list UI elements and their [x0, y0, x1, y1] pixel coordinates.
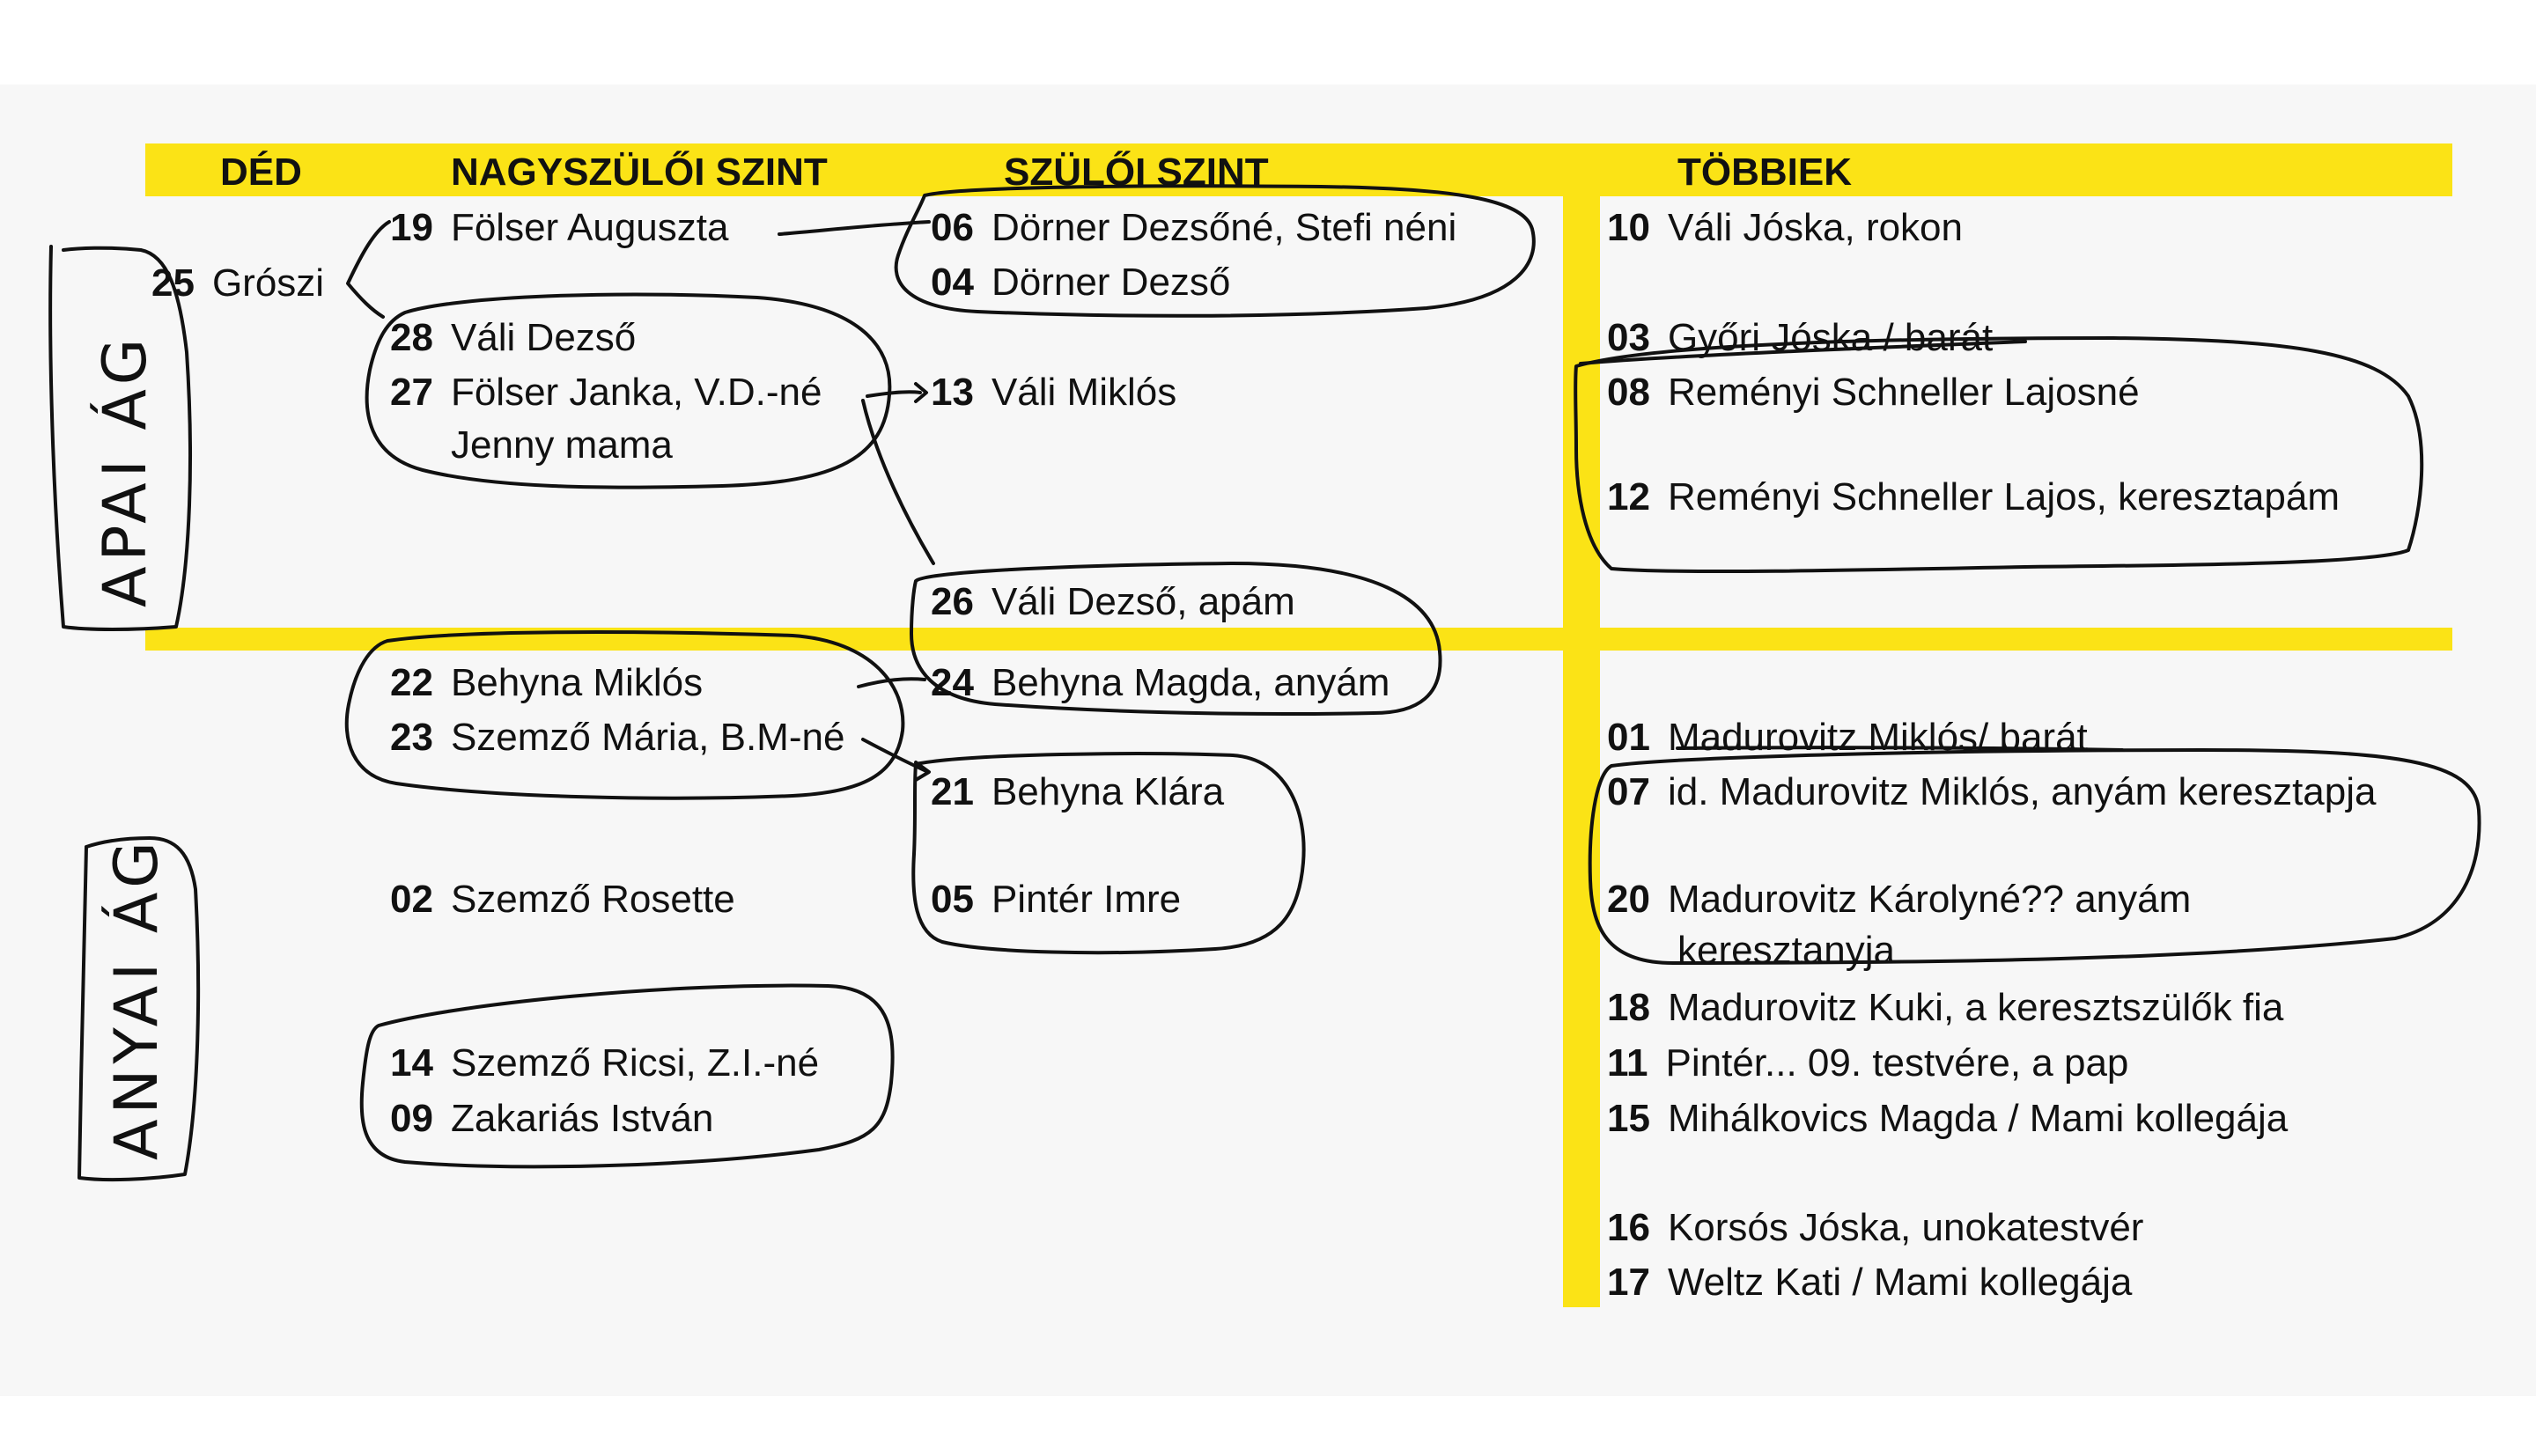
entry-name: Győri Jóska / barát — [1667, 316, 1994, 359]
entry-name: Madurovitz Károlyné?? anyám — [1667, 878, 2192, 921]
entry-number: 22 — [390, 661, 433, 704]
entry-name: Madurovitz Kuki, a keresztszülők fia — [1667, 986, 2284, 1029]
entry-tobbiek-11: 11 Pintér... 09. testvére, a pap — [1607, 1044, 2128, 1083]
entry-nagyszuloi-19: 19 Fölser Auguszta — [390, 209, 728, 247]
entry-number: 07 — [1607, 770, 1650, 813]
entry-number: 04 — [931, 261, 974, 304]
entry-tobbiek-16: 16 Korsós Jóska, unokatestvér — [1607, 1209, 2143, 1247]
entry-name: Reményi Schneller Lajosné — [1667, 371, 2140, 414]
entry-number: 11 — [1607, 1041, 1648, 1085]
entry-name: Szemző Ricsi, Z.I.-né — [450, 1041, 820, 1085]
entry-name: Szemző Rosette — [450, 878, 735, 921]
entry-number: 20 — [1607, 878, 1650, 921]
entry-name: Váli Miklós — [991, 371, 1177, 414]
header-nagyszuloi: NAGYSZÜLŐI SZINT — [451, 151, 828, 194]
entry-number: 24 — [931, 661, 974, 704]
entry-tobbiek-17: 17 Weltz Kati / Mami kollegája — [1607, 1263, 2132, 1302]
entry-tobbiek-20: 20 Madurovitz Károlyné?? anyám — [1607, 880, 2191, 919]
entry-name: Behyna Klára — [991, 770, 1225, 813]
entry-name: id. Madurovitz Miklós, anyám keresztapja — [1667, 770, 2377, 813]
entry-number: 12 — [1607, 475, 1650, 518]
entry-name: Dörner Dezsőné, Stefi néni — [991, 206, 1457, 249]
entry-tobbiek-20-continuation: keresztanyja — [1677, 929, 1896, 972]
entry-name: Fölser Janka, V.D.-né — [450, 371, 822, 414]
entry-number: 03 — [1607, 316, 1650, 359]
entry-nagyszuloi-02: 02 Szemző Rosette — [390, 880, 735, 919]
entry-name: Váli Jóska, rokon — [1667, 206, 1964, 249]
entry-number: 14 — [390, 1041, 433, 1085]
header-ded: DÉD — [220, 151, 302, 194]
entry-number: 16 — [1607, 1206, 1650, 1249]
header-szuloi: SZÜLŐI SZINT — [1004, 151, 1269, 194]
paper-sheet — [0, 85, 2536, 1396]
entry-number: 02 — [390, 878, 433, 921]
entry-nagyszuloi-22: 22 Behyna Miklós — [390, 664, 703, 702]
entry-nagyszuloi-27: 27 Fölser Janka, V.D.-né — [390, 373, 822, 412]
entry-szuloi-24: 24 Behyna Magda, anyám — [931, 664, 1390, 702]
entry-number: 18 — [1607, 986, 1650, 1029]
entry-number: 28 — [390, 316, 433, 359]
entry-tobbiek-10: 10 Váli Jóska, rokon — [1607, 209, 1963, 247]
entry-szuloi-13: 13 Váli Miklós — [931, 373, 1176, 412]
entry-szuloi-05: 05 Pintér Imre — [931, 880, 1181, 919]
entry-name: Váli Dezső, apám — [991, 580, 1295, 623]
entry-szuloi-04: 04 Dörner Dezső — [931, 263, 1230, 302]
entry-tobbiek-01: 01 Madurovitz Miklós/ barát — [1607, 718, 2088, 757]
entry-name: Pintér... 09. testvére, a pap — [1665, 1041, 2129, 1085]
entry-name: Fölser Auguszta — [450, 206, 729, 249]
entry-tobbiek-18: 18 Madurovitz Kuki, a keresztszülők fia — [1607, 989, 2283, 1027]
entry-number: 26 — [931, 580, 974, 623]
header-tobbiek: TÖBBIEK — [1677, 151, 1852, 194]
entry-name: Reményi Schneller Lajos, keresztapám — [1667, 475, 2340, 518]
entry-szuloi-06: 06 Dörner Dezsőné, Stefi néni — [931, 209, 1456, 247]
entry-name: Zakariás István — [450, 1097, 714, 1140]
entry-name: Behyna Miklós — [450, 661, 704, 704]
entry-name: Behyna Magda, anyám — [991, 661, 1390, 704]
entry-tobbiek-12: 12 Reményi Schneller Lajos, keresztapám — [1607, 478, 2340, 517]
entry-szuloi-21: 21 Behyna Klára — [931, 773, 1224, 812]
entry-number: 13 — [931, 371, 974, 414]
entry-number: 01 — [1607, 716, 1650, 759]
entry-number: 17 — [1607, 1261, 1650, 1304]
entry-name: Szemző Mária, B.M-né — [450, 716, 845, 759]
entry-number: 05 — [931, 878, 974, 921]
entry-number: 10 — [1607, 206, 1650, 249]
entry-tobbiek-07: 07 id. Madurovitz Miklós, anyám keresztap… — [1607, 773, 2376, 812]
entry-tobbiek-03: 03 Győri Jóska / barát — [1607, 319, 1993, 357]
entry-nagyszuloi-28: 28 Váli Dezső — [390, 319, 636, 357]
entry-name: Mihálkovics Magda / Mami kollegája — [1667, 1097, 2289, 1140]
entry-name: Dörner Dezső — [991, 261, 1231, 304]
entry-number: 06 — [931, 206, 974, 249]
entry-name: Madurovitz Miklós/ barát — [1667, 716, 2088, 759]
entry-nagyszuloi-27-continuation: Jenny mama — [451, 423, 673, 467]
entry-name: Korsós Jóska, unokatestvér — [1667, 1206, 2144, 1249]
entry-number: 27 — [390, 371, 433, 414]
entry-ded-25: 25 Grószi — [151, 264, 324, 303]
column-divider-band — [1563, 143, 1600, 1307]
entry-name: Váli Dezső — [450, 316, 637, 359]
entry-number: 19 — [390, 206, 433, 249]
entry-nagyszuloi-23: 23 Szemző Mária, B.M-né — [390, 718, 844, 757]
entry-number: 25 — [151, 261, 195, 305]
entry-tobbiek-08: 08 Reményi Schneller Lajosné — [1607, 373, 2140, 412]
entry-name: Pintér Imre — [991, 878, 1182, 921]
entry-name: Weltz Kati / Mami kollegája — [1667, 1261, 2133, 1304]
entry-tobbiek-15: 15 Mihálkovics Magda / Mami kollegája — [1607, 1099, 2288, 1138]
entry-szuloi-26: 26 Váli Dezső, apám — [931, 583, 1295, 621]
entry-name: Grószi — [211, 261, 325, 305]
entry-number: 08 — [1607, 371, 1650, 414]
entry-nagyszuloi-14: 14 Szemző Ricsi, Z.I.-né — [390, 1044, 819, 1083]
entry-number: 15 — [1607, 1097, 1650, 1140]
entry-number: 23 — [390, 716, 433, 759]
entry-number: 09 — [390, 1097, 433, 1140]
entry-number: 21 — [931, 770, 974, 813]
branch-divider-band — [145, 628, 2452, 651]
entry-nagyszuloi-09: 09 Zakariás István — [390, 1099, 713, 1138]
